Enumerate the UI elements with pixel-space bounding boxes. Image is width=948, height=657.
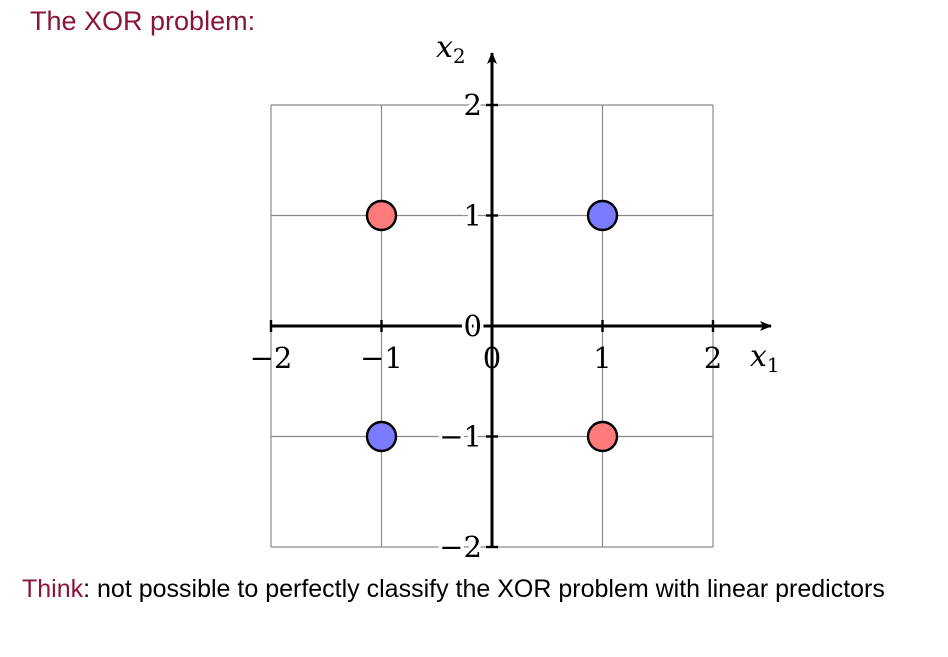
y-axis-title: x2 [436, 30, 466, 68]
y-tick-label: −2 [439, 530, 482, 564]
x-tick-label: 0 [483, 341, 501, 375]
tick-marks [269, 103, 715, 549]
x-tick-label: 2 [704, 341, 722, 375]
data-point [365, 420, 398, 453]
x-tick-label: 1 [593, 341, 611, 375]
y-tick-label: 2 [464, 88, 482, 122]
axes [271, 52, 772, 547]
tick-labels: −2 −1 0 1 2 −2 −1 0 1 2 [250, 85, 723, 568]
x-tick-label: −2 [250, 341, 293, 375]
y-tick-label: −1 [439, 420, 482, 454]
page-title: The XOR problem: [30, 6, 256, 36]
caption-text: : not possible to perfectly classify the… [83, 575, 885, 603]
caption: Think: not possible to perfectly classif… [22, 572, 932, 606]
x-axis-title: x1 [750, 339, 780, 377]
caption-lead: Think [22, 575, 84, 603]
data-points [365, 199, 619, 453]
y-tick-label: 0 [464, 309, 482, 343]
data-point [365, 199, 398, 232]
data-point [586, 420, 619, 453]
y-tick-label: 1 [464, 199, 482, 233]
x-tick-label: −1 [360, 341, 403, 375]
data-point [586, 199, 619, 232]
